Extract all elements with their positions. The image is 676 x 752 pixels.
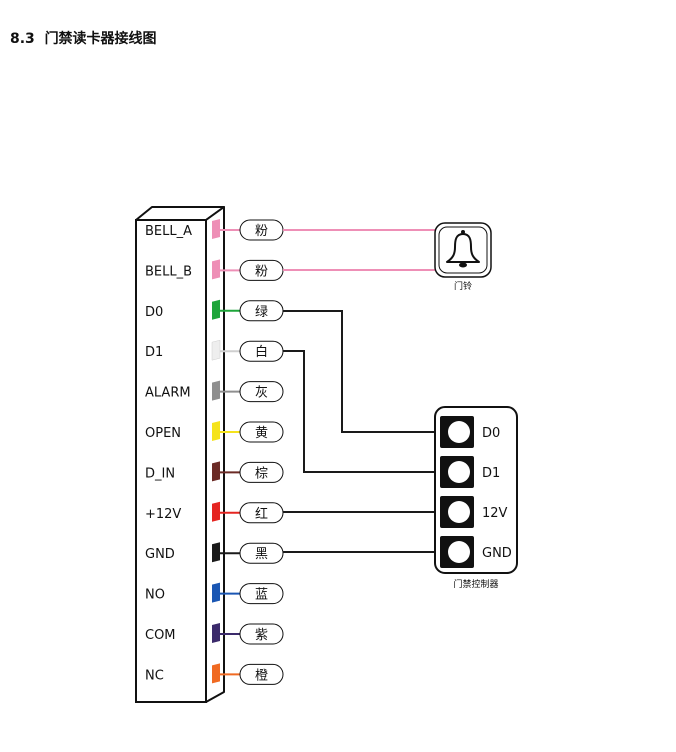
wire-color-pill — [239, 381, 284, 403]
page-heading: 8.3 门禁读卡器接线图 — [10, 28, 157, 48]
wire-d0 — [283, 310, 440, 433]
port-hole — [448, 421, 470, 443]
wire-color-label: 橙 — [255, 668, 268, 683]
wire-color-pill — [239, 542, 284, 564]
wire-color-tab — [212, 663, 220, 684]
wire-color-label: 绿 — [255, 305, 268, 320]
wire-color-pill — [239, 663, 284, 685]
port-label: 12V — [482, 506, 508, 521]
wire-color-label: 棕 — [255, 466, 268, 481]
wire-color-label: 白 — [255, 344, 268, 360]
wire-color-tab — [212, 299, 220, 320]
bell-wires — [283, 229, 440, 271]
wire-color-tab — [211, 339, 221, 361]
bell-label: 门铃 — [454, 280, 472, 292]
wire-color-label: 红 — [255, 506, 268, 522]
terminal-label: NO — [145, 588, 165, 603]
door-bell: 门铃 — [434, 222, 492, 292]
wire-color-label: 黑 — [255, 547, 268, 562]
wire-color-tab — [212, 421, 220, 441]
wire-color-tab — [212, 259, 220, 280]
terminal-label: COM — [145, 628, 176, 643]
terminal-label: D0 — [145, 305, 163, 320]
wire-color-tab — [212, 501, 220, 522]
wire-color-tab — [212, 582, 220, 603]
wire-color-label: 粉 — [255, 264, 268, 279]
controller-wires — [283, 310, 440, 553]
wire-color-pill — [239, 461, 284, 483]
wire-color-pill — [239, 583, 284, 605]
wire-color-label: 粉 — [255, 224, 268, 239]
wire-color-label: 黄 — [255, 426, 268, 441]
wire-d1 — [283, 350, 440, 473]
section-number: 8.3 — [10, 31, 35, 47]
bell-icon — [446, 230, 480, 268]
port-label: GND — [482, 546, 512, 561]
port-hole — [448, 461, 470, 483]
wire-color-tab — [212, 623, 220, 643]
terminal-label: GND — [145, 547, 175, 562]
card-reader-body — [135, 206, 225, 703]
wire-color-tab — [212, 542, 220, 563]
wire-color-pill — [239, 421, 284, 443]
wire-color-pill — [239, 623, 284, 645]
terminal-label: OPEN — [145, 426, 181, 441]
wire-stubs — [211, 219, 240, 684]
terminal-label: BELL_A — [145, 224, 192, 239]
terminal-label: D_IN — [145, 466, 175, 481]
terminal-label: ALARM — [145, 386, 191, 401]
port-label: D0 — [482, 426, 500, 441]
section-title: 门禁读卡器接线图 — [44, 31, 157, 47]
terminal-label: NC — [145, 668, 164, 683]
terminal-label: BELL_B — [145, 264, 192, 279]
wire-color-label: 紫 — [255, 628, 268, 643]
controller-label: 门禁控制器 — [453, 578, 498, 590]
port-hole — [448, 541, 470, 563]
wire-color-label: 蓝 — [255, 588, 268, 603]
wire-color-label: 灰 — [255, 386, 268, 401]
port-hole — [448, 501, 470, 523]
terminal-label: D1 — [145, 345, 163, 360]
wire-color-tab — [212, 461, 220, 482]
port-label: D1 — [482, 466, 500, 481]
terminal-label: +12V — [145, 507, 181, 522]
wire-color-tab — [212, 219, 220, 239]
wire-color-tab — [212, 380, 220, 401]
